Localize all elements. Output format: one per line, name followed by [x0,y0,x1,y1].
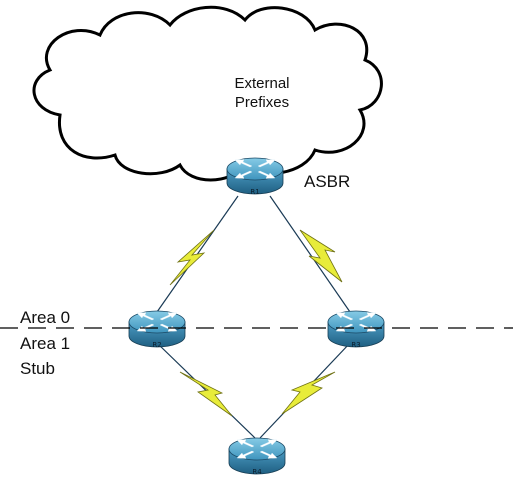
router-label: R2 [152,341,161,349]
router-r3[interactable]: R3 [327,310,385,349]
asbr-label: ASBR [304,172,350,191]
external-cloud: External Prefixes [32,5,383,182]
link-r1-r2 [156,195,239,313]
cloud-label-line1: External [234,75,289,92]
router-r1[interactable]: R1 [226,157,284,196]
serial-bolt-icon [299,229,343,283]
serial-bolt-icon [179,371,233,417]
cloud-label-line2: Prefixes [235,94,289,111]
area0-label: Area 0 [20,308,70,327]
link-r3-r4 [259,342,351,439]
router-r2[interactable]: R2 [128,310,186,349]
link-r2-r4 [156,342,256,439]
router-r4[interactable]: R4 [228,437,286,476]
router-label: R3 [351,341,360,349]
link-r1-r3 [269,195,351,313]
router-label: R4 [252,468,262,476]
serial-bolt-icon [281,371,336,415]
stub-label: Stub [20,359,55,378]
serial-bolt-icon [169,229,215,286]
router-label: R1 [250,188,259,196]
area1-label: Area 1 [20,334,70,353]
links [156,195,351,439]
